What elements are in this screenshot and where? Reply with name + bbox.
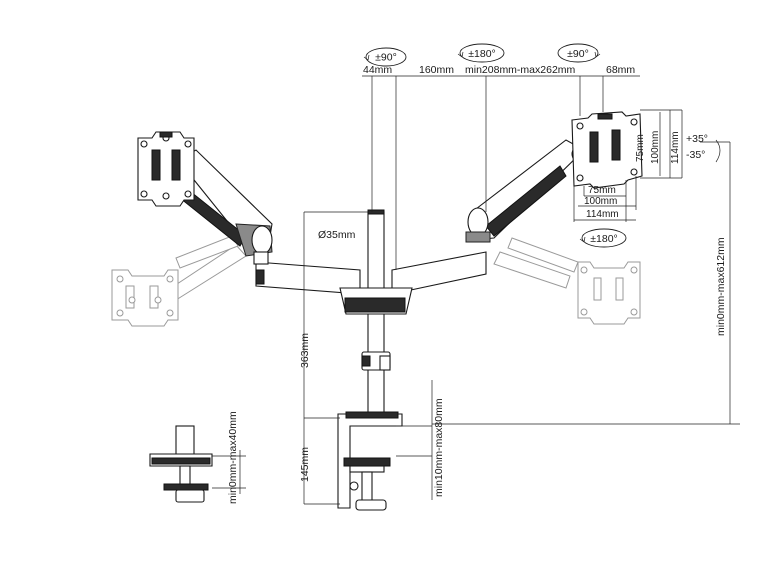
- dim-grommet-range: min0mm-max40mm: [227, 411, 239, 504]
- dim-top-c: min208mm-max262mm: [465, 64, 576, 76]
- dim-tilt-down: -35°: [686, 149, 705, 161]
- desk-clamp: [337, 411, 403, 511]
- ghost-left-arm: [111, 235, 247, 327]
- dim-vesa-v2: 100mm: [650, 131, 661, 164]
- dim-vesa-h2: 100mm: [584, 196, 617, 207]
- rot-label-vesa: ±90°: [567, 48, 589, 60]
- dim-vesa-v3: 114mm: [670, 131, 681, 164]
- rot-label-lower: ±180°: [590, 233, 617, 245]
- dim-pole-height: 363mm: [299, 333, 311, 368]
- dim-top-d: 68mm: [606, 64, 635, 76]
- ghost-right-arm: [493, 237, 641, 325]
- pole: [361, 209, 391, 419]
- rot-label-pole: ±90°: [375, 52, 397, 64]
- dim-base-height: 145mm: [299, 447, 311, 482]
- dim-pole-diameter: Ø35mm: [318, 229, 356, 241]
- rotation-indicator-vesa: [557, 43, 601, 63]
- dim-vesa-h3: 114mm: [586, 209, 619, 220]
- right-gas-arm: [465, 139, 589, 243]
- dimension-lines: [212, 75, 740, 505]
- rotation-indicator-joint: [457, 43, 505, 63]
- arm-hub: [255, 251, 487, 315]
- rot-label-joint: ±180°: [468, 48, 495, 60]
- dim-vesa-v1: 75mm: [635, 134, 646, 162]
- left-gas-arm: [177, 149, 273, 265]
- right-vesa-plate: [571, 111, 643, 189]
- left-vesa-plate: [137, 131, 195, 207]
- dim-top-b: 160mm: [419, 64, 454, 76]
- dim-arm-height-range: min0mm-max612mm: [715, 237, 727, 336]
- rotation-indicator-pole: [363, 47, 407, 67]
- dim-tilt-up: +35°: [686, 133, 708, 145]
- dim-clamp-range: min10mm-max80mm: [433, 398, 445, 497]
- dim-vesa-h1: 75mm: [588, 185, 616, 196]
- rotation-indicator-lower: [579, 228, 627, 248]
- dim-top-a: 44mm: [363, 64, 392, 76]
- grommet-detail: [149, 425, 213, 503]
